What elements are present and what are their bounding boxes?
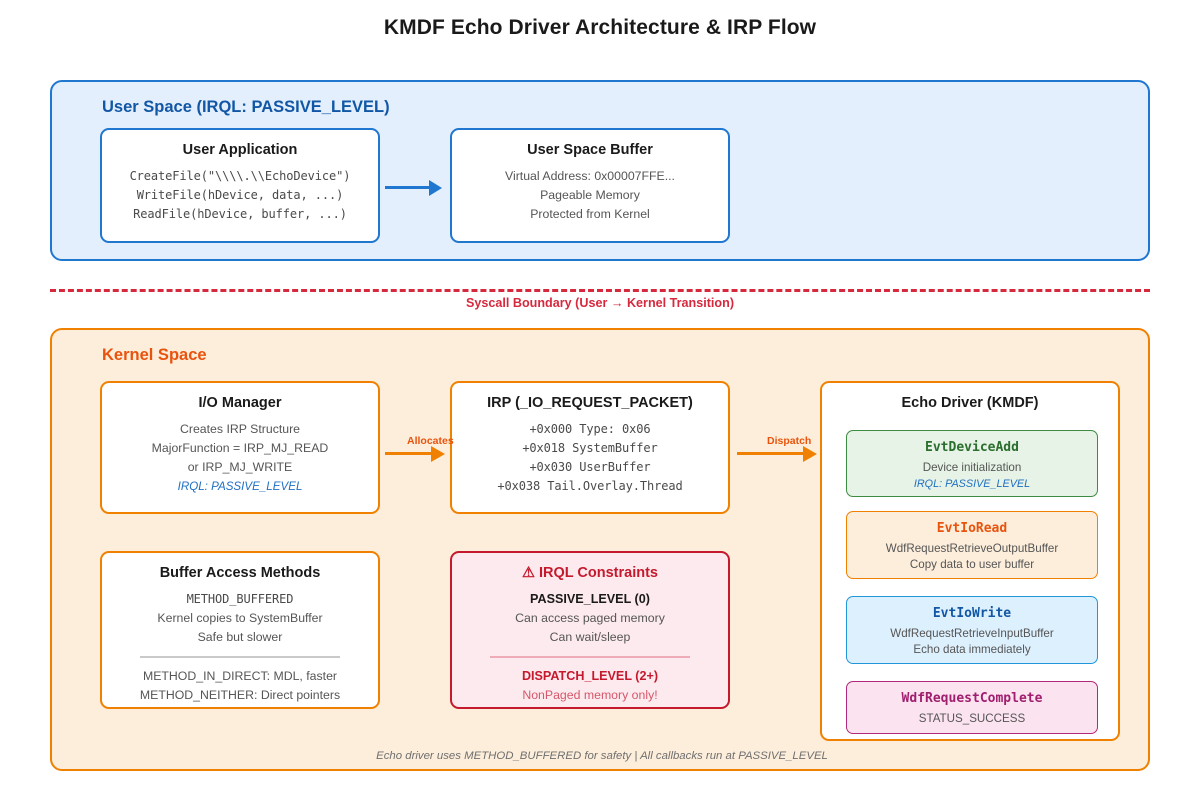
- card-irp[interactable]: IRP (_IO_REQUEST_PACKET) +0x000 Type: 0x…: [450, 381, 730, 514]
- subcard-line: WdfRequestRetrieveOutputBuffer: [885, 542, 1059, 555]
- card-line: +0x018 SystemBuffer: [522, 441, 658, 455]
- card-line: NonPaged memory only!: [522, 687, 658, 702]
- card-line: MajorFunction = IRP_MJ_READ: [151, 441, 329, 455]
- card-title: I/O Manager: [198, 395, 282, 411]
- card-title: Buffer Access Methods: [159, 565, 321, 581]
- card-irql-constraints[interactable]: ⚠ IRQL Constraints PASSIVE_LEVEL (0) Can…: [450, 551, 730, 709]
- subcard-line: Device initialization: [922, 461, 1022, 474]
- card-irql-note: IRQL: PASSIVE_LEVEL: [177, 480, 303, 493]
- arrow-head: [431, 445, 445, 462]
- card-line: +0x038 Tail.Overlay.Thread: [497, 479, 683, 493]
- card-line: Protected from Kernel: [530, 207, 650, 221]
- card-title: ⚠ IRQL Constraints: [452, 565, 728, 581]
- arrow-label-dispatch: Dispatch: [767, 435, 812, 447]
- card-line: ReadFile(hDevice, buffer, ...): [133, 207, 347, 221]
- syscall-boundary-divider: [50, 289, 1150, 292]
- card-line: Can wait/sleep: [549, 630, 631, 644]
- divider: [490, 656, 690, 658]
- card-echo-driver[interactable]: Echo Driver (KMDF) EvtDeviceAdd Device i…: [820, 381, 1120, 741]
- card-line: Can access paged memory: [515, 611, 665, 625]
- divider: [140, 656, 340, 658]
- dispatch-level-head: DISPATCH_LEVEL (2+): [521, 668, 659, 683]
- arrow-line: [737, 452, 807, 455]
- arrow-head: [803, 445, 817, 462]
- card-io-manager[interactable]: I/O Manager Creates IRP Structure MajorF…: [100, 381, 380, 514]
- page-title: KMDF Echo Driver Architecture & IRP Flow: [383, 16, 817, 39]
- arrow-line: [385, 186, 433, 189]
- card-title: Echo Driver (KMDF): [901, 395, 1039, 411]
- subcard-line: Echo data immediately: [913, 643, 1031, 656]
- card-line: CreateFile("\\\\.\\EchoDevice"): [129, 169, 351, 183]
- subcard-evt-device-add[interactable]: EvtDeviceAdd Device initialization IRQL:…: [846, 430, 1098, 497]
- card-line: Pageable Memory: [540, 188, 640, 202]
- kernel-space-label: Kernel Space: [102, 346, 207, 364]
- card-line: Safe but slower: [197, 630, 283, 644]
- subcard-title: WdfRequestComplete: [901, 691, 1043, 706]
- user-space-label: User Space (IRQL: PASSIVE_LEVEL): [102, 98, 390, 116]
- card-line: METHOD_NEITHER: Direct pointers: [139, 687, 341, 702]
- card-user-application[interactable]: User Application CreateFile("\\\\.\\Echo…: [100, 128, 380, 243]
- subcard-wdf-request-complete[interactable]: WdfRequestComplete STATUS_SUCCESS: [846, 681, 1098, 734]
- card-buffer-access-methods[interactable]: Buffer Access Methods METHOD_BUFFERED Ke…: [100, 551, 380, 709]
- subcard-evt-io-write[interactable]: EvtIoWrite WdfRequestRetrieveInputBuffer…: [846, 596, 1098, 664]
- subcard-irql-note: IRQL: PASSIVE_LEVEL: [913, 478, 1031, 490]
- card-title: User Application: [182, 142, 298, 158]
- card-title-text: IRQL Constraints: [539, 565, 658, 581]
- card-line: Virtual Address: 0x00007FFE...: [505, 169, 675, 183]
- syscall-boundary-label: Syscall Boundary (User → Kernel Transiti…: [465, 296, 735, 310]
- subcard-title: EvtIoWrite: [932, 606, 1012, 621]
- arrow-label-allocates: Allocates: [407, 435, 454, 447]
- warning-icon: ⚠: [522, 565, 535, 581]
- subcard-title: EvtDeviceAdd: [925, 440, 1019, 455]
- subcard-title: EvtIoRead: [936, 521, 1008, 536]
- card-line: +0x000 Type: 0x06: [529, 422, 651, 436]
- subcard-line: WdfRequestRetrieveInputBuffer: [890, 627, 1054, 640]
- subcard-evt-io-read[interactable]: EvtIoRead WdfRequestRetrieveOutputBuffer…: [846, 511, 1098, 579]
- kernel-footnote: Echo driver uses METHOD_BUFFERED for saf…: [376, 750, 828, 762]
- card-user-space-buffer[interactable]: User Space Buffer Virtual Address: 0x000…: [450, 128, 730, 243]
- card-title: User Space Buffer: [527, 142, 653, 158]
- card-line: +0x030 UserBuffer: [529, 460, 651, 474]
- subcard-line: Copy data to user buffer: [909, 558, 1035, 571]
- passive-level-head: PASSIVE_LEVEL (0): [530, 592, 650, 606]
- card-title: IRP (_IO_REQUEST_PACKET): [487, 395, 693, 411]
- card-line: WriteFile(hDevice, data, ...): [136, 188, 344, 202]
- card-line: METHOD_BUFFERED: [186, 592, 294, 606]
- card-line: or IRP_MJ_WRITE: [187, 460, 293, 474]
- arrow-line: [385, 452, 435, 455]
- card-line: Kernel copies to SystemBuffer: [157, 611, 323, 625]
- subcard-line: STATUS_SUCCESS: [918, 712, 1026, 725]
- card-line: METHOD_IN_DIRECT: MDL, faster: [142, 668, 338, 683]
- card-line: Creates IRP Structure: [179, 422, 301, 436]
- arrow-head: [429, 179, 442, 196]
